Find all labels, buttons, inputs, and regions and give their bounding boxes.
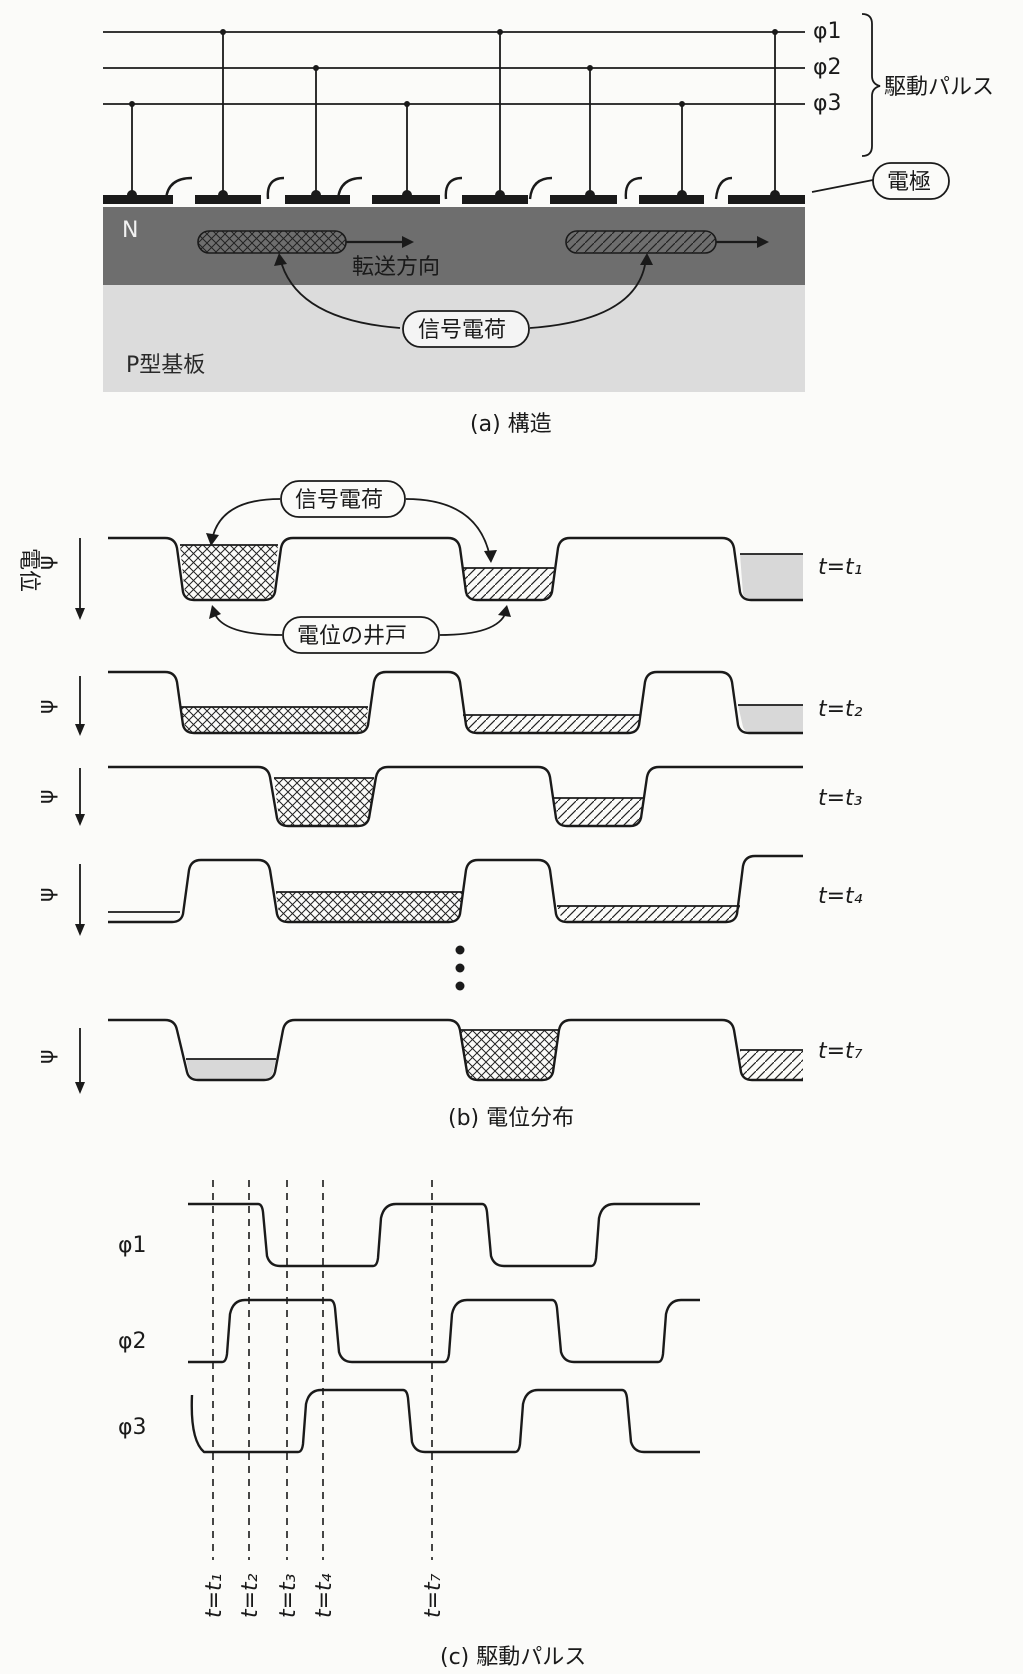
- electrode-taps: [127, 29, 780, 200]
- potential-curve-t7: [108, 1018, 803, 1082]
- psi-label: ψ: [34, 887, 59, 902]
- signal-charge-label-box: [280, 480, 406, 518]
- electrode-overlap: [266, 176, 363, 200]
- psi-label: ψ: [34, 789, 59, 804]
- electrode-overlap: [164, 176, 193, 200]
- charge-fill-t7: [461, 1030, 558, 1080]
- electrode: [103, 195, 173, 204]
- electrode: [639, 195, 704, 204]
- n-label: N: [122, 218, 138, 243]
- electrode-overlap: [444, 176, 553, 200]
- phi2-label: φ2: [813, 55, 842, 80]
- pulse-time-label-t1: t=t₁: [202, 1573, 227, 1618]
- ellipsis-dot: [455, 981, 465, 991]
- charge-pointer-head: [274, 253, 287, 266]
- psi-label: ψ: [34, 1049, 59, 1064]
- pulse-label-phi3: φ3: [118, 1415, 147, 1440]
- signal-charge-label-box: [402, 310, 530, 348]
- potential-well-label-box: [282, 616, 440, 654]
- time-label-t4: t=t₄: [818, 884, 863, 909]
- pulse-waveform-phi1: [188, 1202, 700, 1268]
- charge-fill-t1: [180, 545, 278, 600]
- phi1-label: φ1: [813, 19, 842, 44]
- direction-arrowhead: [757, 236, 769, 248]
- drive-pulse-label: 駆動パルス: [884, 75, 994, 100]
- potential-curve-t3: [108, 765, 803, 828]
- pulse-waveform-phi3: [190, 1388, 700, 1454]
- charge-fill-t4: [276, 892, 463, 922]
- charge-fill-t4: [557, 906, 740, 922]
- time-label-t1: t=t₁: [818, 555, 863, 580]
- time-label-t2: t=t₂: [818, 697, 863, 722]
- electrode-label: 電極: [887, 170, 931, 195]
- caption-b: (b) 電位分布: [448, 1106, 574, 1131]
- direction-arrowhead: [402, 236, 414, 248]
- charge-fill-t7: [186, 1059, 276, 1080]
- transfer-direction-label: 転送方向: [352, 255, 440, 280]
- charge-fill-t3: [274, 778, 374, 826]
- signal-charge-label: 信号電荷: [418, 318, 506, 343]
- charge-fill-t2: [181, 707, 368, 733]
- electrode-overlap: [624, 176, 733, 200]
- psi-axis-head: [75, 608, 85, 620]
- electrode: [195, 195, 261, 204]
- charge-fill-t3: [554, 798, 645, 826]
- charge-fill-t7: [740, 1050, 803, 1080]
- electrode: [462, 195, 528, 204]
- charge-fill-t1: [740, 554, 803, 600]
- electrode-pointer: [811, 179, 874, 193]
- caption-c: (c) 駆動パルス: [440, 1645, 586, 1670]
- signal-charge-label: 信号電荷: [295, 488, 383, 513]
- charge-pointer: [279, 257, 401, 329]
- charge-fill-t2: [463, 715, 640, 733]
- pulse-waveform-phi2: [188, 1298, 700, 1364]
- pulse-label-phi1: φ1: [118, 1233, 147, 1258]
- ellipsis-dot: [455, 945, 465, 955]
- electrode: [550, 195, 617, 204]
- pulse-time-label-t2: t=t₂: [238, 1573, 263, 1618]
- charge-pointer: [529, 257, 647, 329]
- pulse-time-label-t7: t=t₇: [421, 1573, 446, 1618]
- charge-pointer-head: [640, 253, 653, 265]
- potential-well-label: 電位の井戸: [297, 624, 407, 649]
- electrode: [728, 195, 805, 204]
- potential-axis-label: 電位: [16, 548, 41, 592]
- structure-section: φ1 φ2 φ3 駆動パルス 電極: [103, 13, 994, 437]
- potential-curve-t4: [108, 854, 803, 924]
- phi3-label: φ3: [813, 91, 842, 116]
- psi-label: ψ: [34, 699, 59, 714]
- potential-curve-t1: [108, 536, 803, 602]
- pulse-label-phi2: φ2: [118, 1329, 147, 1354]
- pulse-time-label-t3: t=t₃: [276, 1573, 301, 1618]
- charge-packet-1: [197, 230, 347, 254]
- psi-label: ψ: [34, 555, 59, 570]
- caption-a: (a) 構造: [470, 412, 552, 437]
- time-label-t3: t=t₃: [818, 786, 863, 811]
- drive-pulse-section: φ1 φ2 φ3 t=t₁ t=t₂ t=t₃ t=t₄ t=t₇ (c) 駆動…: [118, 1180, 700, 1670]
- p-substrate-label: P型基板: [126, 353, 205, 378]
- potential-curve-t2: [108, 670, 803, 735]
- time-label-t7: t=t₇: [818, 1039, 863, 1064]
- charge-fill-t1: [462, 568, 554, 600]
- charge-packet-2: [565, 230, 717, 254]
- electrode-label-box: [872, 162, 950, 200]
- potential-section: 電位 ψ 信号電荷 電位の井戸 t=t₁ ψ: [16, 480, 863, 1131]
- ellipsis-dot: [455, 963, 465, 973]
- pulse-time-label-t4: t=t₄: [312, 1573, 337, 1618]
- drive-pulse-brace: [861, 13, 881, 157]
